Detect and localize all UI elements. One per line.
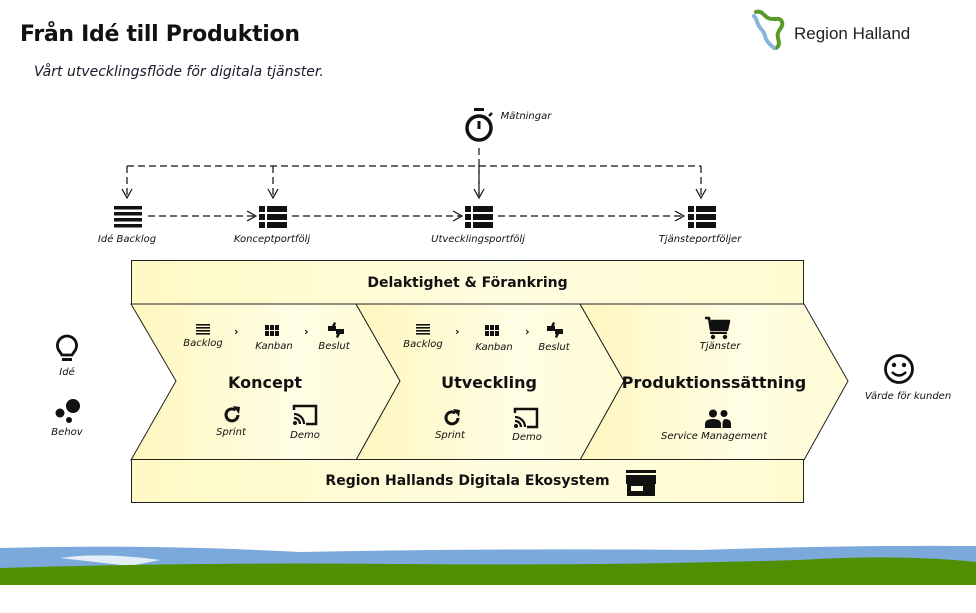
bottom-item-label: Service Management bbox=[660, 431, 768, 442]
refresh-icon bbox=[444, 409, 460, 426]
participation-band: Delaktighet & Förankring bbox=[131, 260, 804, 305]
activity-label: Sprint bbox=[435, 430, 465, 441]
participation-band-label: Delaktighet & Förankring bbox=[367, 274, 568, 291]
thumbs-icon bbox=[328, 322, 344, 338]
page-subtitle: Vårt utvecklingsflöde för digitala tjäns… bbox=[34, 64, 324, 80]
cart-icon bbox=[705, 316, 731, 340]
portfolio-label: Idé Backlog bbox=[97, 234, 157, 245]
list-icon bbox=[416, 324, 430, 335]
portfolio-label: Tjänsteportföljer bbox=[658, 234, 742, 245]
list-icon bbox=[196, 324, 210, 335]
page-title: Från Idé till Produktion bbox=[20, 22, 300, 47]
input-label-behov: Behov bbox=[51, 427, 83, 438]
chevron-right-icon: › bbox=[304, 325, 309, 338]
output-label: Värde för kunden bbox=[864, 391, 952, 402]
smiley-icon bbox=[884, 354, 914, 384]
bubbles-icon bbox=[55, 399, 80, 423]
people-icon bbox=[705, 409, 731, 428]
store-icon bbox=[626, 470, 656, 496]
activity-label: Demo bbox=[290, 430, 320, 441]
top-item-label: Tjänster bbox=[699, 341, 741, 352]
table-list-icon bbox=[259, 206, 287, 228]
grid-icon bbox=[485, 325, 499, 336]
logo-text: Region Halland bbox=[794, 24, 911, 43]
activity-label: Demo bbox=[512, 432, 542, 443]
step-label: Kanban bbox=[475, 342, 513, 353]
stage-title: Utveckling bbox=[441, 373, 537, 392]
step-label: Beslut bbox=[538, 342, 570, 353]
table-list-icon bbox=[465, 206, 493, 228]
ecosystem-band-label: Region Hallands Digitala Ekosystem bbox=[325, 473, 610, 489]
activity-label: Sprint bbox=[216, 427, 246, 438]
ecosystem-band: Region Hallands Digitala Ekosystem bbox=[131, 459, 804, 503]
grid-icon bbox=[265, 325, 279, 336]
step-label: Backlog bbox=[403, 339, 443, 350]
landscape-footer bbox=[0, 545, 976, 585]
list-icon bbox=[114, 206, 142, 228]
cast-icon bbox=[292, 404, 318, 426]
chevron-right-icon: › bbox=[234, 325, 239, 338]
stage-title: Produktionssättning bbox=[621, 373, 807, 392]
step-label: Backlog bbox=[183, 338, 223, 349]
input-label-ide: Idé bbox=[59, 367, 75, 378]
portfolio-label: Konceptportfölj bbox=[233, 234, 311, 245]
chevron-right-icon: › bbox=[525, 325, 530, 338]
portfolio-label: Utvecklingsportfölj bbox=[431, 234, 525, 245]
chevron-produktion bbox=[579, 303, 849, 461]
metrics-label: Mätningar bbox=[500, 111, 552, 122]
stopwatch-icon bbox=[465, 108, 493, 142]
cast-icon bbox=[513, 407, 539, 429]
logo-mark-icon bbox=[752, 9, 785, 50]
refresh-icon bbox=[224, 406, 240, 423]
chevron-right-icon: › bbox=[455, 325, 460, 338]
lightbulb-icon bbox=[56, 334, 78, 361]
step-label: Kanban bbox=[255, 341, 293, 352]
step-label: Beslut bbox=[318, 341, 350, 352]
thumbs-icon bbox=[547, 322, 563, 338]
stage-title: Koncept bbox=[228, 373, 302, 392]
table-list-icon bbox=[688, 206, 716, 228]
